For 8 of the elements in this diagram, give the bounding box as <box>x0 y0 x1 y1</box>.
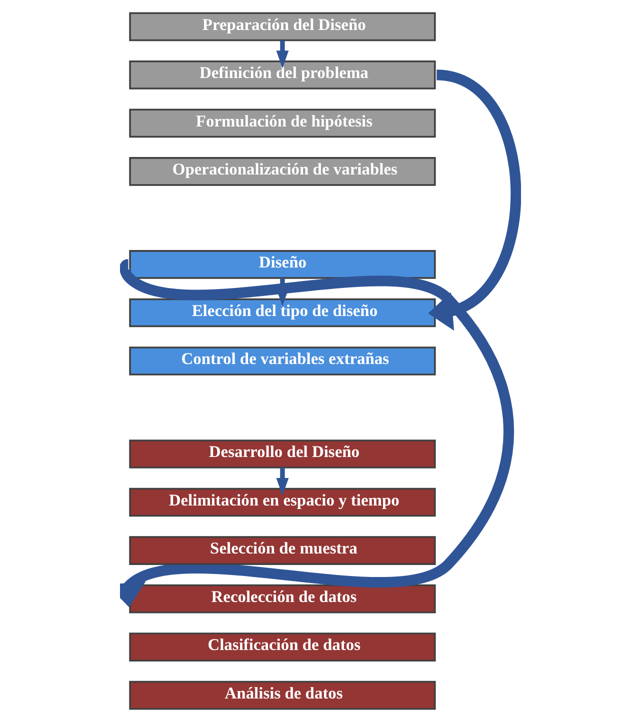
node-box: Análisis de datos <box>128 680 436 710</box>
node-box: Operacionalización de variables <box>128 157 436 186</box>
node-box: Clasificación de datos <box>128 632 436 662</box>
node-box: Formulación de hipótesis <box>128 108 436 138</box>
node-box: Preparación del Diseño <box>128 12 436 42</box>
node-box: Definición del problema <box>128 60 436 90</box>
arrow <box>428 70 520 331</box>
arrow <box>276 40 288 68</box>
